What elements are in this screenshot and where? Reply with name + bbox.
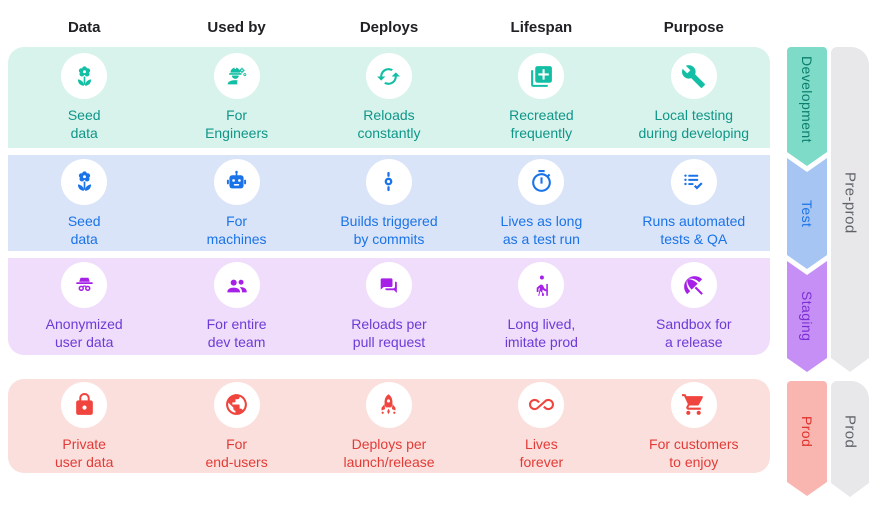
incognito-icon xyxy=(61,262,108,308)
library-add-icon xyxy=(518,53,565,99)
hiker-icon xyxy=(518,262,565,308)
ribbon-prod: Prod xyxy=(787,381,827,496)
checklist-icon xyxy=(670,158,717,205)
commit-icon xyxy=(365,158,412,205)
ribbon-development-label: Development xyxy=(799,56,815,143)
group-ribbon-prod-label: Prod xyxy=(841,415,859,449)
group-icon xyxy=(213,262,260,308)
column-headers: Data Used by Deploys Lifespan Purpose xyxy=(8,19,770,37)
ribbon-staging-label: Staging xyxy=(799,291,815,342)
ribbon-development: Development xyxy=(787,47,827,166)
column-header-purpose: Purpose xyxy=(663,19,724,36)
seed-icon xyxy=(61,53,108,99)
group-ribbon-preprod-label: Pre-prod xyxy=(841,171,859,234)
column-header-lifespan: Lifespan xyxy=(510,19,573,36)
engineer-icon xyxy=(213,53,260,99)
cart-icon xyxy=(670,381,717,428)
forum-icon xyxy=(365,262,412,308)
ribbon-staging: Staging xyxy=(787,261,827,372)
timer-icon xyxy=(518,158,565,205)
rocket-icon xyxy=(365,381,412,428)
group-ribbon-prod: Prod xyxy=(831,381,869,497)
robot-icon xyxy=(213,158,260,205)
beach-umbrella-icon xyxy=(670,262,717,308)
ribbon-prod-label: Prod xyxy=(799,415,815,448)
sync-icon xyxy=(365,53,412,99)
cell-staging-lifespan: Long lived,imitate prod xyxy=(465,258,617,355)
lock-icon xyxy=(61,381,108,428)
ribbon-test-label: Test xyxy=(799,199,815,228)
wrench-icon xyxy=(670,53,717,99)
globe-icon xyxy=(213,381,260,428)
column-header-used-by: Used by xyxy=(207,19,266,36)
column-header-data: Data xyxy=(67,19,101,36)
group-ribbon-preprod: Pre-prod xyxy=(831,47,869,372)
seed-icon xyxy=(61,158,108,205)
column-header-deploys: Deploys xyxy=(359,19,419,36)
cell-label: Long lived,imitate prod xyxy=(504,316,578,350)
ribbon-test: Test xyxy=(787,158,827,269)
infinity-icon xyxy=(518,381,565,428)
